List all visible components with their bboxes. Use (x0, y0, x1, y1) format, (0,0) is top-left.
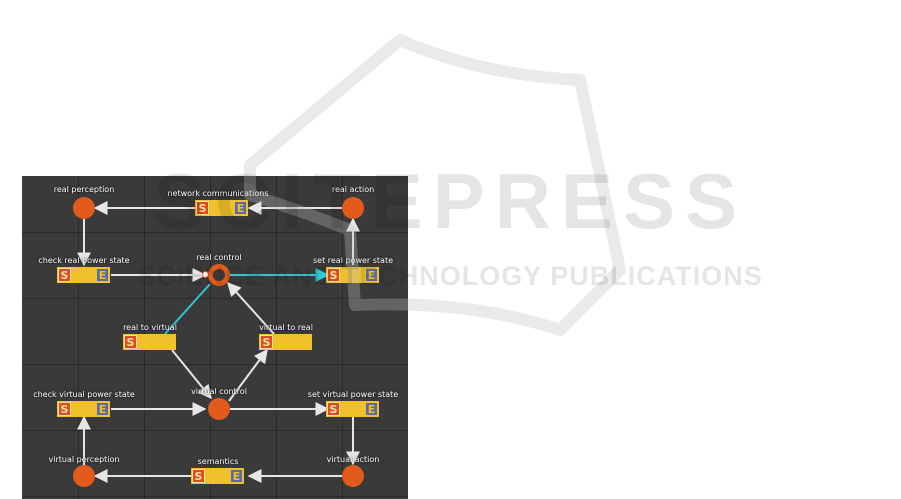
real-action-node[interactable] (342, 197, 364, 219)
graph-editor-canvas[interactable]: real perception real action real control… (22, 176, 408, 499)
network-communications-label: network communications (167, 189, 269, 198)
end-badge[interactable]: E (234, 201, 247, 215)
start-badge[interactable]: S (260, 335, 273, 349)
active-wire-real-control-to-real-to-virtual (164, 283, 211, 335)
virtual-action-node[interactable] (342, 465, 364, 487)
virtual-perception-node[interactable] (73, 465, 95, 487)
virtual-control-node[interactable] (208, 398, 230, 420)
connection-wires (77, 201, 360, 483)
start-badge[interactable]: S (192, 469, 205, 483)
virtual-control-label: virtual control (191, 387, 247, 396)
start-badge[interactable]: S (196, 201, 209, 215)
virtual-action-label: virtual action (326, 455, 380, 464)
start-badge[interactable]: S (327, 402, 340, 416)
wire-real-to-virtual-to-virtual-control (171, 349, 212, 400)
end-badge[interactable]: E (96, 402, 109, 416)
virtual-perception-label: virtual perception (48, 455, 120, 464)
start-badge[interactable]: S (124, 335, 137, 349)
real-action-label: real action (331, 185, 375, 194)
end-badge[interactable]: E (96, 268, 109, 282)
real-perception-node[interactable] (73, 197, 95, 219)
real-perception-label: real perception (53, 185, 115, 194)
real-control-node[interactable] (208, 264, 230, 286)
set-real-power-state-state[interactable]: S E (326, 267, 379, 283)
start-badge[interactable]: S (327, 268, 340, 282)
virtual-to-real-state[interactable]: S (259, 334, 312, 350)
virtual-to-real-label: virtual to real (259, 323, 313, 332)
set-virtual-power-state-label: set virtual power state (307, 390, 399, 399)
real-control-input-port[interactable] (202, 271, 209, 278)
network-communications-state[interactable]: S E (195, 200, 248, 216)
wire-virtual-to-real-to-real-control (227, 281, 275, 335)
start-badge[interactable]: S (58, 402, 71, 416)
set-virtual-power-state-state[interactable]: S E (326, 401, 379, 417)
semantics-label: semantics (197, 457, 239, 466)
semantics-state[interactable]: S E (191, 468, 244, 484)
end-badge[interactable]: E (230, 469, 243, 483)
check-real-power-state-state[interactable]: S E (57, 267, 110, 283)
end-badge[interactable]: E (365, 402, 378, 416)
check-virtual-power-state-label: check virtual power state (33, 390, 135, 399)
set-real-power-state-label: set real power state (312, 256, 394, 265)
wire-virtual-control-to-virtual-to-real (228, 348, 268, 402)
start-badge[interactable]: S (58, 268, 71, 282)
check-real-power-state-label: check real power state (38, 256, 130, 265)
end-badge[interactable]: E (365, 268, 378, 282)
real-to-virtual-state[interactable]: S (123, 334, 176, 350)
real-control-label: real control (196, 253, 242, 262)
real-to-virtual-label: real to virtual (123, 323, 177, 332)
check-virtual-power-state-state[interactable]: S E (57, 401, 110, 417)
